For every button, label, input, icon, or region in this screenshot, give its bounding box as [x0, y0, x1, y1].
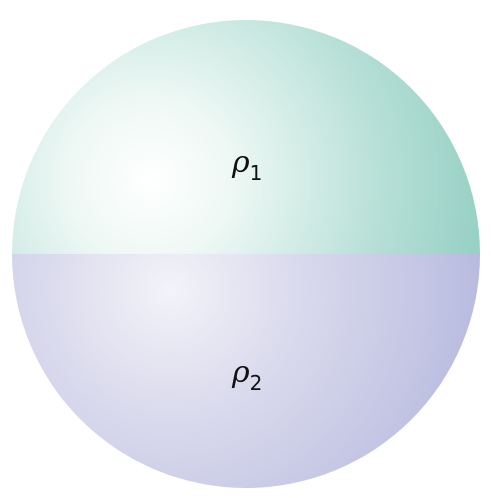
density-label-lower: ρ2 — [231, 355, 262, 395]
density-label-upper: ρ1 — [231, 145, 262, 185]
lower-hemisphere — [12, 254, 480, 488]
upper-hemisphere — [12, 20, 480, 254]
